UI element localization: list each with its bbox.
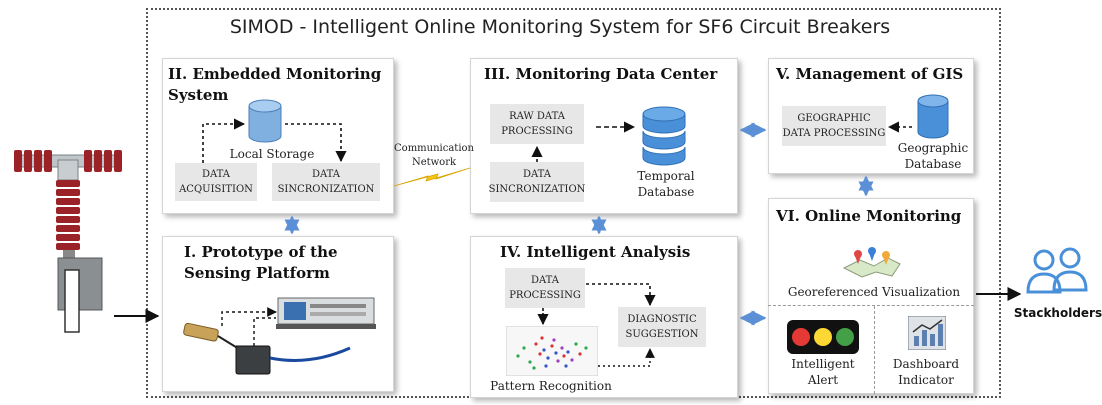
geo-data-processing-box: GEOGRAPHIC DATA PROCESSING (782, 106, 886, 146)
local-storage-label: Local Storage (229, 147, 315, 161)
scatter-plot-icon (506, 326, 598, 376)
sensing-hardware-icon (183, 297, 376, 375)
panel-gis-title: V. Management of GIS (776, 65, 964, 83)
pattern-recognition-label: Pattern Recognition (490, 379, 612, 393)
raw-data-processing-box: RAW DATA PROCESSING (490, 104, 584, 144)
page-title: SIMOD - Intelligent Online Monitoring Sy… (229, 16, 891, 38)
temporal-database-label: Temporal Database (637, 169, 695, 199)
stakeholders-label: Stackholders (1013, 306, 1102, 320)
georeferenced-visualization-label: Georeferenced Visualization (787, 285, 961, 299)
data-sync-box-center: DATA SINCRONIZATION (489, 162, 585, 202)
panel-prototype-title: I. Prototype of the Sensing Platform (184, 243, 338, 282)
data-sync-box-embedded: DATA SINCRONIZATION (272, 163, 380, 201)
prototype-link-1 (221, 307, 277, 326)
temporal-database-icon (642, 106, 686, 166)
data-acquisition-box: DATA ACQUISITION (175, 163, 257, 201)
data-processing-box: DATA PROCESSING (505, 268, 585, 308)
lightning-bolt-icon (393, 167, 471, 187)
panel-embedded-title: II. Embedded Monitoring System (168, 65, 382, 104)
traffic-light-alert-icon (787, 320, 859, 354)
geographic-database-icon (917, 94, 949, 139)
arrow-storage-to-sync (285, 123, 347, 163)
dashboard-chart-icon (908, 316, 946, 350)
online-divider-h (768, 305, 974, 306)
online-divider-v (874, 306, 875, 394)
dashboard-indicator-label: Dashboard Indicator (892, 357, 960, 387)
arrow-processing-to-diagnostic (586, 283, 656, 307)
panel-data-center-title: III. Monitoring Data Center (484, 65, 718, 83)
stakeholders-icon (1026, 247, 1088, 294)
map-pins-icon (842, 247, 901, 278)
arrow-scatter-to-diagnostic (598, 348, 655, 367)
local-storage-db-icon (248, 99, 282, 143)
diagnostic-suggestion-box: DIAGNOSTIC SUGGESTION (618, 307, 706, 347)
intelligent-alert-label: Intelligent Alert (791, 357, 855, 387)
communication-network-label: Communication Network (394, 143, 474, 168)
geographic-database-label: Geographic Database (897, 141, 969, 171)
circuit-breaker-icon (14, 150, 122, 333)
panel-online-monitoring (768, 198, 974, 394)
panel-online-title: VI. Online Monitoring (776, 207, 962, 225)
panel-analysis-title: IV. Intelligent Analysis (500, 243, 691, 261)
prototype-link-2 (253, 317, 276, 346)
arrow-acquisition-to-storage (202, 118, 246, 163)
